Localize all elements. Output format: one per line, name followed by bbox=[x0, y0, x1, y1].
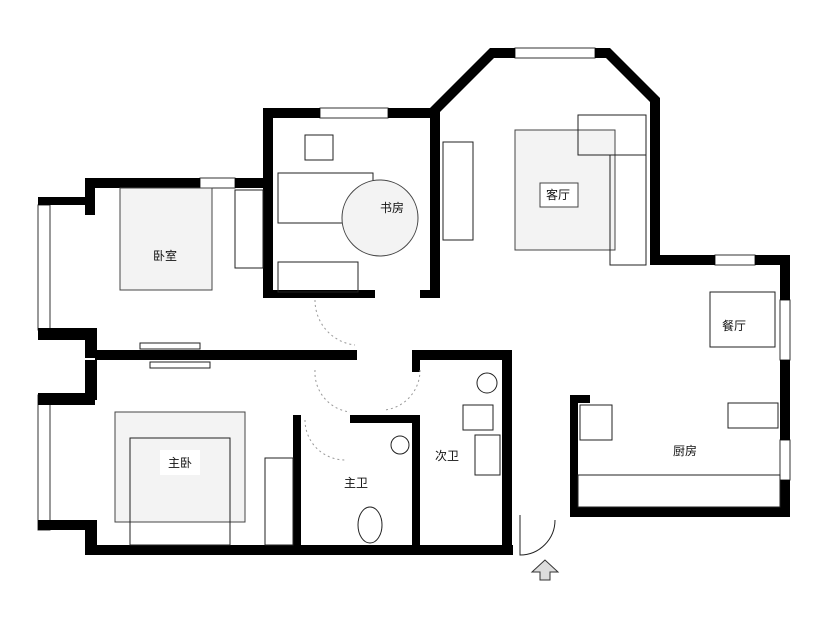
room-label-second-bath: 次卫 bbox=[435, 449, 459, 463]
room-label-living-room: 客厅 bbox=[546, 187, 570, 202]
room-label-master-bedroom: 主卧 bbox=[168, 456, 192, 470]
room-label-study: 书房 bbox=[380, 200, 404, 215]
room-label-dining-room: 餐厅 bbox=[722, 318, 746, 333]
room-label-master-bath: 主卫 bbox=[344, 476, 368, 490]
room-label-bedroom: 卧室 bbox=[153, 248, 177, 263]
walls bbox=[38, 48, 790, 555]
entrance-arrow-icon bbox=[530, 559, 560, 581]
room-label-kitchen: 厨房 bbox=[673, 443, 697, 458]
doors bbox=[304, 299, 556, 556]
